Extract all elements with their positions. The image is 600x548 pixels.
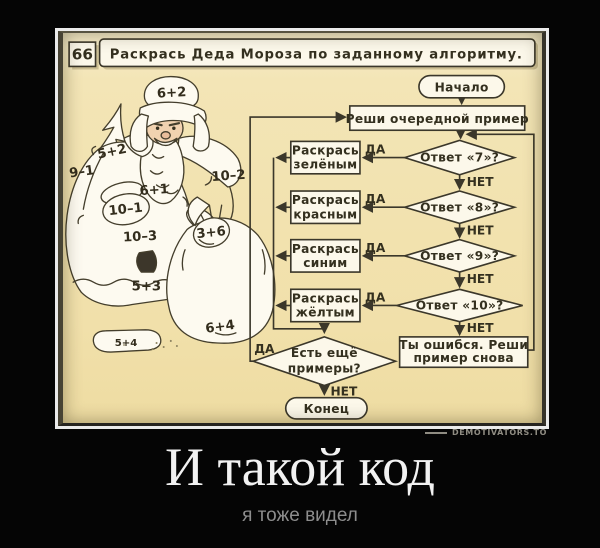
label-boot: 5+4	[115, 338, 138, 349]
no-label-9: НЕТ	[467, 272, 495, 286]
watermark-line	[425, 431, 447, 434]
error-l1: Ты ошибся. Реши	[399, 338, 528, 352]
decision-7	[401, 139, 518, 176]
hat-flap-left	[129, 113, 150, 153]
start-node	[418, 74, 506, 99]
right-mitten-thumb	[198, 238, 215, 245]
action-blue	[289, 238, 361, 273]
yes-label-9: ДА	[365, 241, 386, 255]
number-box	[68, 41, 97, 68]
start-label: Начало	[435, 81, 489, 95]
edge-error-retry	[465, 128, 535, 351]
decision-9	[401, 238, 518, 273]
nose	[160, 131, 171, 140]
decision-10-label: Ответ «10»?	[416, 299, 504, 313]
yes-label-7: ДА	[365, 143, 386, 157]
figure-labels: 6+2 5+2 9–1 6+1 10–1 10–2 10–3 3+6 5+3 6…	[68, 85, 246, 349]
action-yellow-l2: жёлтым	[296, 306, 355, 320]
right-eye	[172, 126, 176, 130]
caption-subtitle: я тоже видел	[242, 505, 358, 527]
worksheet-number: 66	[72, 45, 93, 63]
worksheet-art: 6+2 5+2 9–1 6+1 10–1 10–2 10–3 3+6 5+3 6…	[63, 33, 542, 423]
dark-mitten	[136, 250, 158, 273]
task-title: Раскрась Деда Мороза по заданному алгори…	[110, 47, 523, 62]
label-sack: 6+4	[205, 318, 236, 337]
yes-label-more: ДА	[254, 342, 275, 356]
sack-creases	[181, 204, 266, 336]
label-chest: 6+1	[139, 182, 169, 199]
beard-strokes	[149, 153, 179, 195]
label-tree: 5+2	[96, 142, 128, 163]
end-label: Конец	[304, 402, 350, 416]
yes-label-8: ДА	[365, 192, 386, 206]
no-label-more: НЕТ	[330, 385, 358, 399]
caption: И такой код я тоже видел	[0, 438, 600, 527]
decision-8	[401, 190, 518, 225]
error-node	[398, 336, 529, 369]
solve-node	[348, 105, 526, 132]
decision-more-l2: примеры?	[288, 361, 361, 375]
label-hat: 6+2	[157, 85, 187, 101]
decision-more-l1: Есть ещё	[291, 346, 358, 360]
action-blue-l1: Раскрась	[292, 242, 359, 256]
sack-flap	[187, 196, 211, 227]
decision-9-label: Ответ «9»?	[420, 249, 499, 263]
label-right-mitten: 3+6	[196, 224, 227, 242]
action-red-l2: красным	[293, 207, 357, 221]
right-mitten	[192, 217, 231, 248]
end-node	[284, 396, 368, 420]
ded-moroz-figure	[65, 75, 276, 353]
right-shoulder-fur	[176, 135, 242, 188]
decision-8-label: Ответ «8»?	[420, 200, 499, 214]
caption-title: И такой код	[164, 437, 436, 497]
worksheet-scan: 6+2 5+2 9–1 6+1 10–1 10–2 10–3 3+6 5+3 6…	[58, 31, 546, 426]
label-coat-lower: 10–3	[123, 229, 158, 246]
snow-speckles	[123, 339, 178, 351]
worksheet-header: 66 Раскрась Деда Мороза по заданному алг…	[68, 38, 538, 70]
watermark-text: DEMOTIVATORS.TO	[452, 428, 547, 437]
label-coat-hem: 5+3	[132, 279, 161, 294]
action-blue-l2: синим	[303, 256, 347, 270]
edge-collector	[272, 157, 331, 335]
label-left-mitten: 10–1	[108, 201, 144, 219]
action-red-l1: Раскрась	[292, 193, 359, 207]
fur-details	[77, 145, 213, 225]
action-green	[289, 140, 361, 175]
action-green-l1: Раскрась	[292, 144, 359, 158]
boot	[92, 329, 162, 353]
action-yellow	[289, 288, 361, 323]
task-box	[98, 38, 536, 68]
image-frame: 6+2 5+2 9–1 6+1 10–1 10–2 10–3 3+6 5+3 6…	[55, 28, 549, 429]
action-red	[289, 190, 361, 225]
label-right-shoulder: 10–2	[211, 168, 246, 185]
left-sleeve-seam	[82, 151, 105, 210]
decision-10	[396, 288, 523, 323]
no-label-7: НЕТ	[467, 175, 495, 189]
solve-label: Реши очередной пример	[346, 112, 529, 126]
yes-label-10: ДА	[365, 290, 386, 304]
decision-more	[250, 336, 399, 387]
left-mitten	[102, 193, 150, 226]
action-yellow-l1: Раскрась	[292, 291, 359, 305]
no-label-8: НЕТ	[467, 224, 495, 238]
decision-7-label: Ответ «7»?	[420, 151, 499, 165]
no-label-10: НЕТ	[467, 321, 495, 335]
flowchart: Начало Реши очередной пример Ответ «7»? …	[249, 74, 535, 420]
hat-flap-right	[192, 113, 210, 152]
error-l2: пример снова	[413, 351, 513, 365]
left-eye	[155, 126, 160, 130]
action-green-l2: зелёным	[293, 158, 357, 172]
moustache	[153, 137, 178, 147]
watermark: DEMOTIVATORS.TO	[0, 428, 547, 437]
label-left-sleeve: 9–1	[68, 163, 95, 181]
